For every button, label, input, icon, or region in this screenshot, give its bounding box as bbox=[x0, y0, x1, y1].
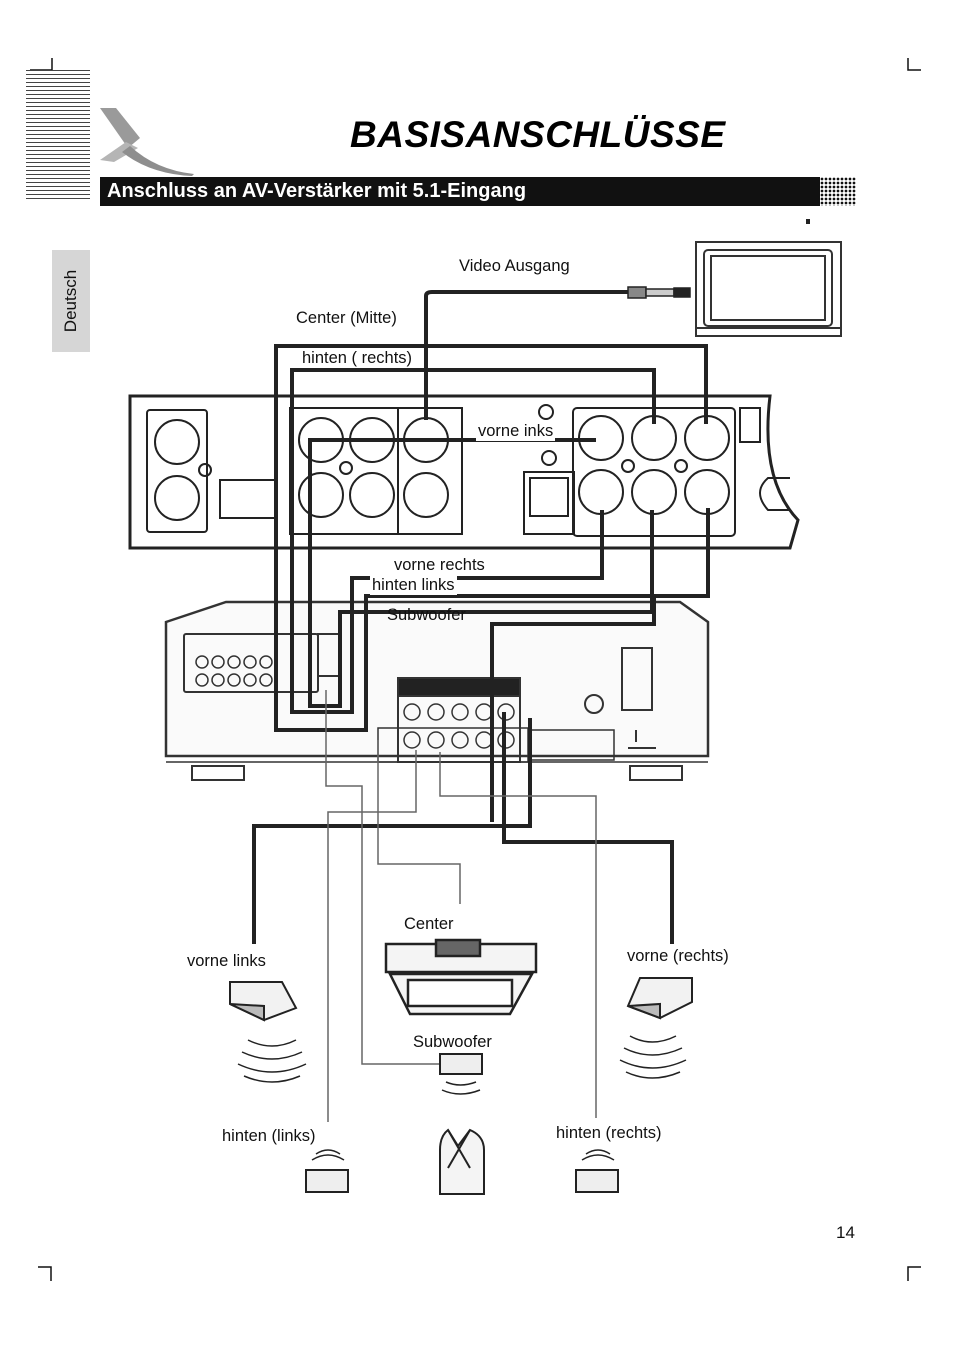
speaker-wires bbox=[325, 690, 597, 1122]
label-video-out: Video Ausgang bbox=[459, 257, 570, 275]
speaker-subwoofer-icon bbox=[439, 1053, 483, 1095]
label-rear-right-speaker: hinten (rechts) bbox=[556, 1124, 662, 1142]
label-rear-left-mid: hinten links bbox=[370, 576, 457, 595]
speaker-front-left-icon bbox=[229, 981, 307, 1083]
label-subwoofer-speaker: Subwoofer bbox=[413, 1033, 492, 1051]
rca-cables bbox=[252, 290, 710, 944]
speaker-rear-left-icon bbox=[305, 1149, 349, 1193]
speaker-center-icon bbox=[384, 938, 538, 1016]
page-number: 14 bbox=[836, 1223, 855, 1242]
av-receiver bbox=[164, 600, 710, 781]
section-header-fade bbox=[820, 177, 856, 206]
label-center-middle: Center (Mitte) bbox=[296, 309, 397, 327]
label-rear-right-top: hinten ( rechts) bbox=[300, 349, 415, 368]
speaker-rear-right-icon bbox=[575, 1149, 619, 1193]
dvd-player-rear-panel bbox=[128, 394, 800, 550]
decorative-stripes bbox=[26, 70, 90, 200]
speaker-front-right-icon bbox=[619, 977, 693, 1079]
label-rear-left-speaker: hinten (links) bbox=[222, 1127, 316, 1145]
label-front-left-speaker: vorne links bbox=[187, 952, 266, 970]
label-front-right-mid: vorne rechts bbox=[394, 556, 485, 574]
label-front-right-speaker: vorne (rechts) bbox=[627, 947, 729, 965]
brand-logo-icon bbox=[100, 108, 194, 176]
section-header-bar bbox=[100, 177, 820, 206]
listener-chair-icon bbox=[439, 1128, 485, 1195]
language-tab bbox=[52, 250, 90, 352]
tv-icon bbox=[695, 241, 842, 337]
label-front-left-top: vorne inks bbox=[476, 422, 556, 441]
page-title: BASISANSCHLÜSSE bbox=[350, 114, 726, 155]
section-title: Anschluss an AV-Verstärker mit 5.1-Einga… bbox=[107, 180, 527, 202]
label-center-speaker: Center bbox=[404, 915, 454, 933]
label-subwoofer-mid: Subwoofer bbox=[387, 606, 466, 624]
video-plug-icon bbox=[627, 286, 691, 299]
